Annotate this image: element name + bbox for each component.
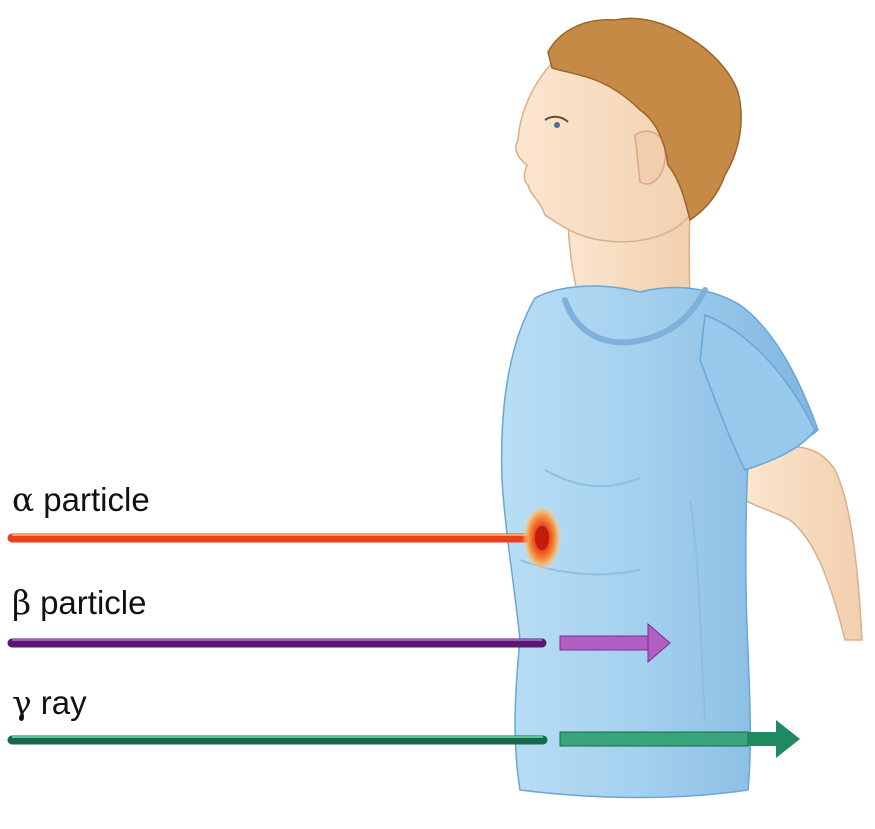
- gamma-ray: [7, 720, 800, 758]
- t-shirt-sleeve: [699, 313, 816, 471]
- beta-ray-exit-arrow: [559, 622, 671, 664]
- beta-ray: [7, 622, 671, 664]
- person-illustration: [500, 17, 863, 799]
- extended-arm: [744, 445, 863, 641]
- beta-symbol: β: [12, 583, 32, 622]
- gamma-ray-through-body: [559, 720, 800, 758]
- t-shirt-collar: [562, 287, 708, 346]
- ear: [634, 130, 666, 185]
- beta-name: particle: [40, 584, 147, 621]
- alpha-symbol: α: [12, 480, 35, 519]
- alpha-ray: [7, 504, 562, 572]
- eye: [544, 115, 569, 123]
- alpha-name: particle: [43, 481, 150, 518]
- hair: [547, 17, 742, 222]
- gamma-name: ray: [40, 684, 87, 721]
- gamma-symbol: γ: [12, 683, 32, 722]
